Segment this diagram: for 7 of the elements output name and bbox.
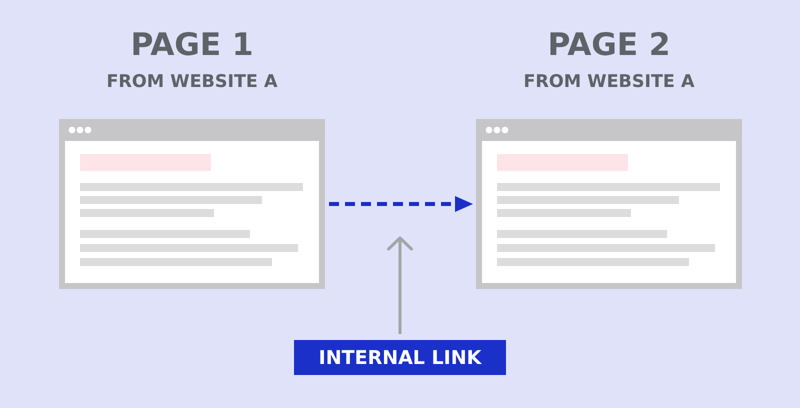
link-label: INTERNAL LINK <box>294 340 506 375</box>
page-subheading: FROM WEBSITE A <box>106 71 278 93</box>
arrow <box>387 236 413 334</box>
page-heading: PAGE 2 <box>548 28 670 62</box>
page-heading: PAGE 1 <box>130 28 254 62</box>
page-subheading: FROM WEBSITE A <box>523 71 695 93</box>
dashed-arrow <box>329 196 473 212</box>
